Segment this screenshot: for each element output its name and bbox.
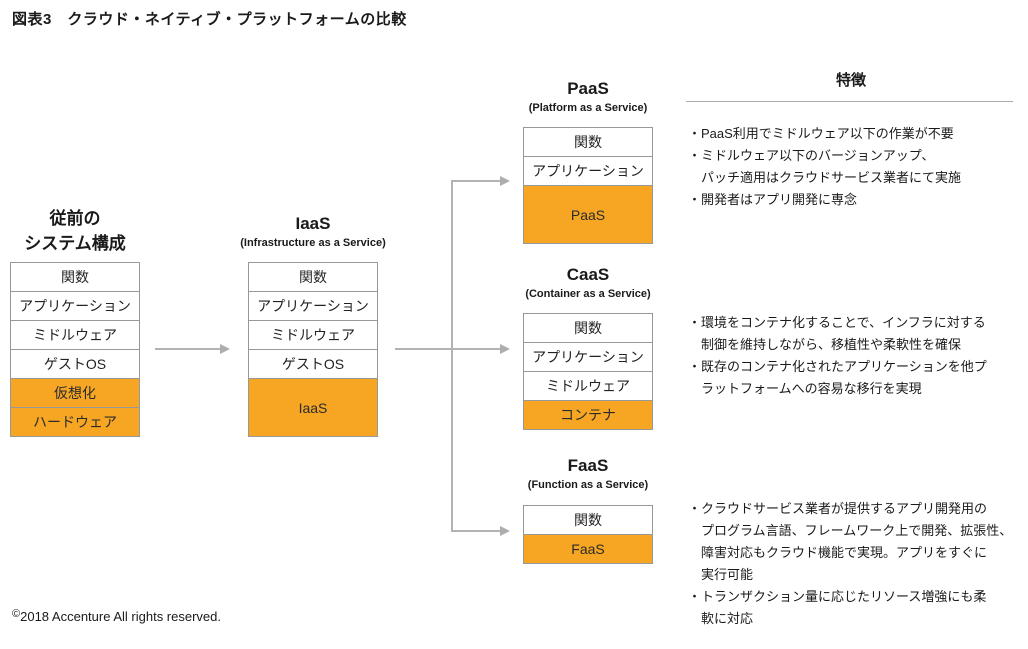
stack-row: アプリケーション [10, 291, 140, 321]
arrow-iaas-to-caas [395, 348, 501, 350]
stack-row: ミドルウェア [248, 320, 378, 350]
feature-bullet: ・ミドルウェア以下のバージョンアップ、 パッチ適用はクラウドサービス業者にて実施 [688, 148, 962, 185]
stack-row-highlight: IaaS [248, 378, 378, 437]
stack-row: 関数 [10, 262, 140, 292]
arrowhead-icon [500, 176, 510, 186]
paas-stack-title: PaaS (Platform as a Service) [506, 77, 670, 116]
stack-row: ゲストOS [248, 349, 378, 379]
stack-row: 関数 [523, 505, 653, 535]
arrow-to-paas [451, 180, 501, 182]
legacy-title-line2: システム構成 [24, 234, 126, 253]
stack-row-highlight: ハードウェア [10, 407, 140, 437]
faas-stack: 関数 FaaS [523, 505, 653, 564]
iaas-title: IaaS [295, 214, 331, 233]
copyright-notice: ©2018 Accenture All rights reserved. [12, 608, 221, 624]
stack-row: ミドルウェア [10, 320, 140, 350]
faas-features: ・クラウドサービス業者が提供するアプリ開発用の プログラム言語、フレームワーク上… [688, 498, 1026, 630]
iaas-stack: 関数 アプリケーション ミドルウェア ゲストOS IaaS [248, 262, 378, 437]
connector-vertical [451, 180, 453, 532]
arrowhead-icon [220, 344, 230, 354]
arrowhead-icon [500, 344, 510, 354]
copyright-symbol: © [12, 608, 21, 620]
legacy-stack: 関数 アプリケーション ミドルウェア ゲストOS 仮想化 ハードウェア [10, 262, 140, 437]
legacy-stack-title: 従前の システム構成 [0, 206, 150, 256]
arrow-to-faas [451, 530, 501, 532]
features-header: 特徴 [835, 72, 866, 89]
stack-row-highlight: PaaS [523, 185, 653, 244]
stack-row: アプリケーション [248, 291, 378, 321]
paas-title: PaaS [567, 79, 609, 98]
faas-title: FaaS [567, 456, 609, 475]
stack-row: ゲストOS [10, 349, 140, 379]
stack-row: アプリケーション [523, 156, 653, 186]
copyright-text: 2018 Accenture All rights reserved. [20, 609, 221, 624]
paas-subtitle: (Platform as a Service) [528, 102, 648, 114]
figure-title: 図表3 クラウド・ネイティブ・プラットフォームの比較 [12, 11, 407, 28]
feature-bullet: ・PaaS利用でミドルウェア以下の作業が不要 [688, 126, 954, 141]
paas-features: ・PaaS利用でミドルウェア以下の作業が不要 ・ミドルウェア以下のバージョンアッ… [688, 123, 1026, 211]
caas-title: CaaS [566, 265, 610, 284]
stack-row: 関数 [523, 127, 653, 157]
arrowhead-icon [500, 526, 510, 536]
feature-bullet: ・トランザクション量に応じたリソース増強にも柔 軟に対応 [688, 589, 987, 626]
arrow-legacy-to-iaas [155, 348, 221, 350]
feature-bullet: ・クラウドサービス業者が提供するアプリ開発用の プログラム言語、フレームワーク上… [688, 501, 1013, 582]
stack-row: 関数 [523, 313, 653, 343]
stack-row-highlight: FaaS [523, 534, 653, 564]
feature-bullet: ・既存のコンテナ化されたアプリケーションを他プ ラットフォームへの容易な移行を実… [688, 359, 987, 396]
stack-row-highlight: コンテナ [523, 400, 653, 430]
stack-row: ミドルウェア [523, 371, 653, 401]
caas-stack: 関数 アプリケーション ミドルウェア コンテナ [523, 313, 653, 430]
feature-bullet: ・開発者はアプリ開発に専念 [688, 192, 858, 207]
stack-row: アプリケーション [523, 342, 653, 372]
caas-stack-title: CaaS (Container as a Service) [506, 263, 670, 302]
iaas-subtitle: (Infrastructure as a Service) [240, 237, 386, 249]
caas-features: ・環境をコンテナ化することで、インフラに対する 制御を維持しながら、移植性や柔軟… [688, 312, 1026, 400]
feature-bullet: ・環境をコンテナ化することで、インフラに対する 制御を維持しながら、移植性や柔軟… [688, 315, 986, 352]
features-divider [686, 101, 1013, 102]
caas-subtitle: (Container as a Service) [525, 288, 651, 300]
stack-row: 関数 [248, 262, 378, 292]
legacy-title-line1: 従前の [49, 209, 101, 228]
faas-subtitle: (Function as a Service) [527, 479, 649, 491]
stack-row-highlight: 仮想化 [10, 378, 140, 408]
faas-stack-title: FaaS (Function as a Service) [506, 454, 670, 493]
paas-stack: 関数 アプリケーション PaaS [523, 127, 653, 244]
iaas-stack-title: IaaS (Infrastructure as a Service) [231, 212, 395, 251]
